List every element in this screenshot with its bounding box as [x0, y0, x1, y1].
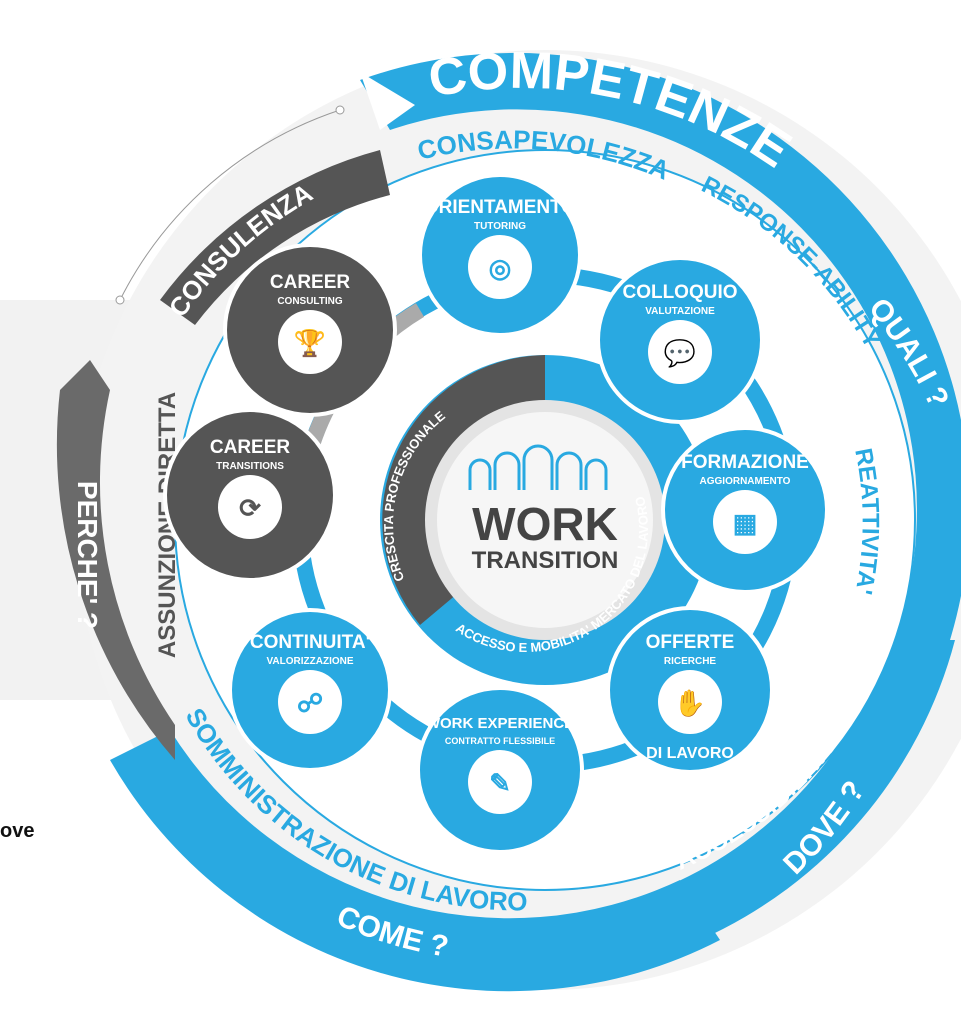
decorative-line [119, 109, 341, 301]
node-title-2: DI LAVORO [646, 745, 734, 762]
node-title: FORMAZIONE [681, 452, 809, 473]
node-subtitle: AGGIORNAMENTO [700, 476, 791, 487]
node-subtitle: CONTRATTO FLESSIBILE [445, 736, 555, 746]
outer-band-bottom [110, 730, 720, 992]
node-subtitle: RICERCHE [664, 656, 717, 667]
node-subtitle: TRANSITIONS [216, 461, 284, 472]
node-icon-bg [218, 475, 282, 539]
side-text: ove [0, 820, 35, 842]
org-chart-icon: ☍ [297, 688, 323, 718]
conversation-icon: 💬 [664, 338, 696, 368]
people-silhouette-icon [468, 444, 608, 490]
node-icon-bg [468, 750, 532, 814]
node-title: CONTINUITA' [250, 632, 370, 653]
hand-chat-icon: ✋ [674, 688, 706, 718]
line-dot [335, 105, 345, 115]
node-subtitle: CONSULTING [277, 296, 343, 307]
node-icon-bg [658, 670, 722, 734]
node-title: CAREER [270, 272, 351, 293]
center-title-1: WORK [472, 498, 618, 550]
perche-label: PERCHE' ? [72, 481, 103, 629]
node-title: COLLOQUIO [622, 282, 737, 303]
node-offerte: ✋ OFFERTE RICERCHE DI LAVORO [606, 606, 774, 774]
node-title: OFFERTE [646, 632, 735, 653]
trophy-icon: 🏆 [294, 328, 326, 358]
line-dot [115, 295, 125, 305]
document-pen-icon: ✎ [489, 768, 511, 798]
node-formazione: ▦ FORMAZIONE AGGIORNAMENTO [661, 426, 829, 594]
person-network-icon: ◎ [489, 253, 512, 283]
node-orientamento: ◎ ORIENTAMENTO TUTORING [418, 173, 582, 337]
node-icon-bg [278, 670, 342, 734]
center-hub-core [437, 412, 653, 628]
node-subtitle: VALORIZZAZIONE [266, 656, 353, 667]
node-icon-bg [713, 490, 777, 554]
people-cycle-icon: ⟳ [239, 493, 261, 523]
node-colloquio: 💬 COLLOQUIO VALUTAZIONE [596, 256, 764, 424]
node-title: CAREER [210, 437, 291, 458]
arrow-tip-icon [360, 72, 415, 130]
node-work-experience: ✎ WORK EXPERIENCE CONTRATTO FLESSIBILE [416, 686, 584, 854]
node-icon-bg [648, 320, 712, 384]
node-career: 🏆 CAREER CONSULTING [223, 243, 397, 417]
node-career: ⟳ CAREER TRANSITIONS [163, 408, 337, 582]
node-subtitle: VALUTAZIONE [645, 306, 715, 317]
consulenza-banner [160, 150, 390, 325]
node-icon-bg [278, 310, 342, 374]
node-continuita: ☍ CONTINUITA' VALORIZZAZIONE [228, 608, 392, 772]
node-title: ORIENTAMENTO [424, 197, 576, 218]
presentation-icon: ▦ [733, 508, 758, 538]
outer-band-left [56, 360, 176, 760]
node-icon-bg [468, 235, 532, 299]
outer-band-top [360, 52, 961, 640]
node-title: WORK EXPERIENCE [426, 715, 574, 732]
outer-band-right [670, 640, 955, 940]
nodes-group: ◎ ORIENTAMENTO TUTORING 💬 COLLOQUIO VALUTAZIO… [163, 173, 829, 854]
node-subtitle: TUTORING [474, 221, 526, 232]
center-title-2: TRANSITION [472, 547, 619, 574]
